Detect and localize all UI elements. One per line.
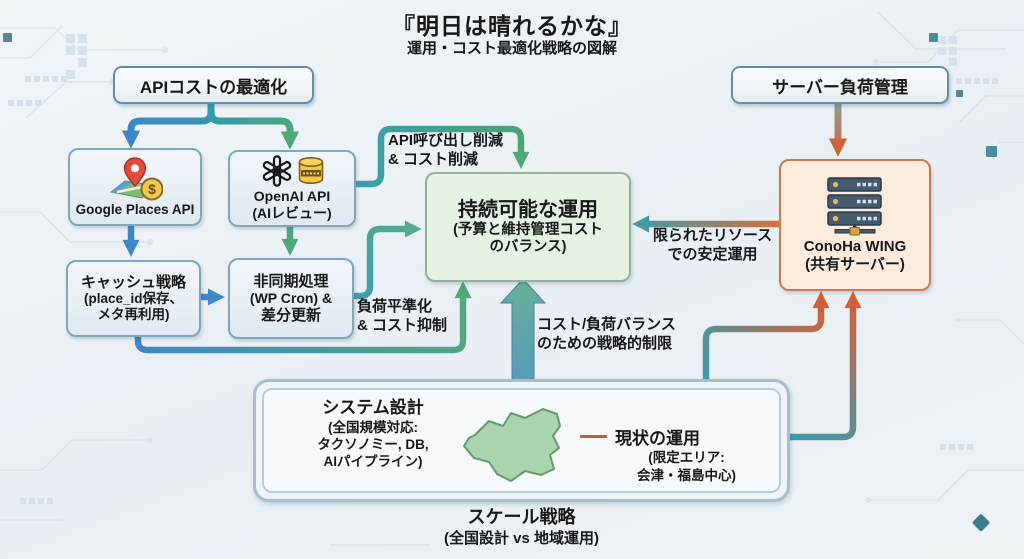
- label-api-call-reduction-1: API呼び出し削減: [388, 132, 504, 149]
- svg-text:$: $: [148, 181, 156, 197]
- arrow-scale-to-conoha-left: [702, 291, 830, 383]
- openai-logo-icon: [262, 155, 291, 188]
- node-async-processing: 非同期処理 (WP Cron) & 差分更新: [228, 258, 354, 339]
- node-conoha-label-1: ConoHa WING: [803, 238, 907, 256]
- label-api-call-reduction: API呼び出し削減 & コスト削減: [388, 132, 503, 170]
- node-async-label-1: 非同期処理: [253, 272, 329, 290]
- current-operation-title: 現状の運用: [615, 429, 700, 448]
- scale-strategy-subtitle: (全国設計 vs 地域運用): [443, 530, 599, 548]
- node-cache-strategy: キャッシュ戦略 (place_id保存、 メタ再利用): [66, 260, 201, 337]
- node-sustainable-sub-2: のバランス): [489, 239, 567, 255]
- label-strategic-limit-1: コスト/負荷バランス: [537, 316, 676, 333]
- node-openai-api: OpenAI API (AIレビュー): [228, 150, 356, 227]
- node-conoha-label-2: (共有サーバー): [805, 256, 905, 273]
- server-stack-icon: [827, 177, 882, 236]
- node-openai-label-2: (AIレビュー): [252, 205, 332, 221]
- arrow-cache-to-sustainable-bottom: [134, 281, 472, 354]
- scale-strategy-title: スケール戦略: [467, 507, 576, 527]
- node-sustainable-operation: 持続可能な運用 (予算と維持管理コスト のバランス): [425, 172, 631, 282]
- current-operation-line-2: (限定エリア:: [648, 450, 725, 465]
- node-sustainable-title: 持続可能な運用: [458, 198, 598, 221]
- label-load-leveling-2: & コスト抑制: [357, 316, 448, 334]
- header-api-cost-optimization: APIコストの最適化: [113, 66, 314, 104]
- node-cache-label-3: メタ再利用): [97, 307, 170, 323]
- arrow-scale-to-conoha-right: [786, 291, 862, 441]
- node-google-places-label: Google Places API: [75, 202, 195, 218]
- label-stable-operation-1: 限られたリソース: [652, 227, 773, 244]
- page-subtitle: 運用・コスト最適化戦略の図解: [406, 40, 617, 57]
- node-conoha-wing: ConoHa WING (共有サーバー): [779, 159, 931, 291]
- label-stable-operation-2: での安定運用: [667, 245, 758, 263]
- current-operation-line-3: 会津・福島中心): [637, 467, 736, 483]
- arrow-openai-to-sustainable-top: [348, 125, 530, 188]
- page-title: 『明日は晴れるかな』: [392, 13, 632, 39]
- scale-strategy-caption: スケール戦略 (全国設計 vs 地域運用): [253, 506, 790, 549]
- node-google-places-api: $ Google Places API: [68, 148, 202, 226]
- arrow-async-to-sustainable: [346, 220, 422, 300]
- fukushima-map-icon: [463, 408, 561, 482]
- node-async-label-2: (WP Cron) &: [249, 290, 333, 307]
- header-server-load-management: サーバー負荷管理: [731, 66, 949, 104]
- system-design-block: システム設計 (全国規模対応: タクソノミー, DB, AIパイプライン): [280, 397, 466, 471]
- database-icon: [298, 157, 323, 185]
- label-strategic-limit: コスト/負荷バランス のための戦略的制限: [537, 316, 676, 354]
- arrow-apicost-to-openai: [207, 96, 300, 150]
- legend-line-icon: [580, 435, 607, 438]
- header-api-cost-label: APIコストの最適化: [139, 77, 288, 97]
- label-load-leveling: 負荷平準化 & コスト抑制: [357, 298, 447, 336]
- node-cache-label-1: キャッシュ戦略: [80, 273, 186, 291]
- system-design-line-2: (全国規模対応:: [328, 419, 418, 435]
- label-strategic-limit-2: のための戦略的制限: [537, 334, 673, 352]
- arrow-scale-to-sustainable-big: [499, 278, 547, 381]
- node-openai-label-1: OpenAI API: [253, 188, 331, 205]
- node-async-label-3: 差分更新: [260, 306, 321, 324]
- arrow-apicost-to-google: [121, 96, 215, 149]
- current-operation-block: 現状の運用 (限定エリア: 会津・福島中心): [580, 424, 775, 484]
- label-stable-operation: 限られたリソース での安定運用: [645, 227, 780, 265]
- node-sustainable-sub-1: (予算と維持管理コスト: [453, 221, 603, 238]
- label-api-call-reduction-2: & コスト削減: [388, 150, 479, 168]
- system-design-line-3: タクソノミー, DB,: [317, 437, 429, 453]
- label-load-leveling-1: 負荷平準化: [357, 298, 433, 315]
- map-pin-dollar-icon: $: [109, 157, 163, 201]
- header-server-load-label: サーバー負荷管理: [772, 77, 908, 97]
- system-design-title: システム設計: [322, 398, 424, 417]
- node-cache-label-2: (place_id保存、: [83, 291, 184, 307]
- system-design-line-4: AIパイプライン): [323, 454, 423, 470]
